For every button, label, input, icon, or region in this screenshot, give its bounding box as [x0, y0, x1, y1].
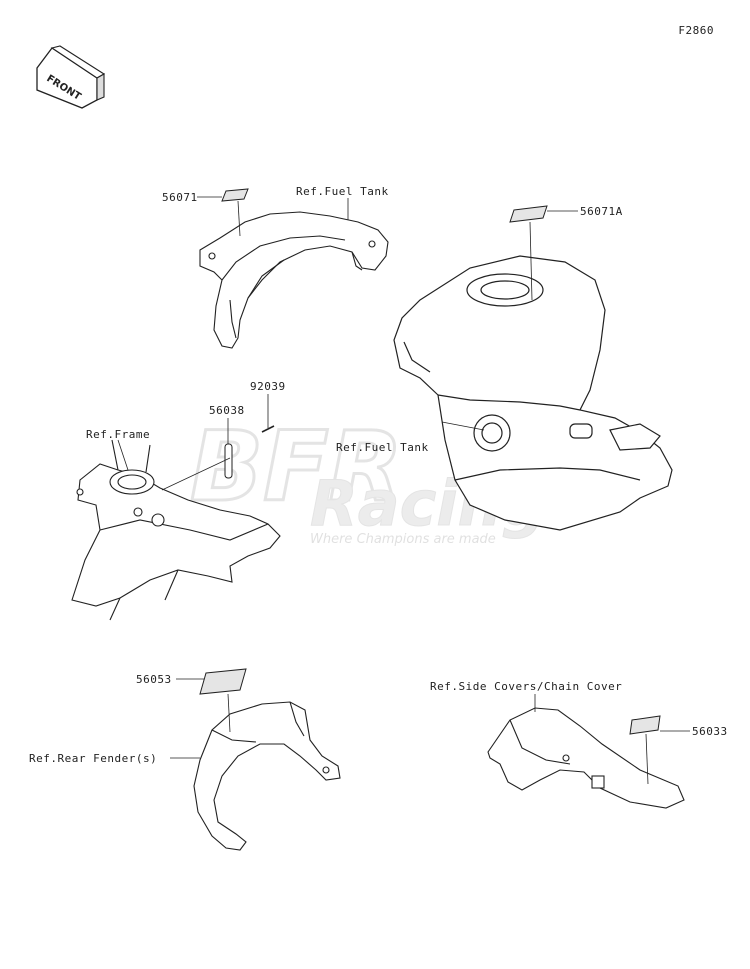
fuel-tank-cover-drawing [199, 211, 389, 349]
part-92039-rod [261, 425, 275, 433]
part-56038-strip [224, 443, 233, 479]
ref-side-covers-chain-cover: Ref.Side Covers/Chain Cover [430, 680, 623, 693]
frame-drawing [71, 439, 281, 621]
part-number-56053: 56053 [136, 673, 172, 686]
part-number-56033: 56033 [692, 725, 728, 738]
part-number-56038: 56038 [209, 404, 245, 417]
front-arrow-icon: FRONT [36, 45, 106, 109]
ref-fuel-tank-cover: Ref.Fuel Tank [296, 185, 389, 198]
ref-rear-fender: Ref.Rear Fender(s) [29, 752, 158, 765]
figure-id: F2860 [678, 24, 714, 37]
chain-cover-drawing [487, 707, 685, 809]
part-number-56071a: 56071A [580, 205, 623, 218]
part-number-92039: 92039 [250, 380, 286, 393]
watermark-line1: BFR [190, 411, 403, 523]
label-sticker-56033 [629, 715, 661, 735]
ref-fuel-tank: Ref.Fuel Tank [336, 441, 429, 454]
fuel-tank-drawing [393, 255, 673, 531]
label-sticker-56071a [509, 205, 548, 223]
watermark-tagline: Where Champions are made [310, 532, 496, 547]
ref-frame: Ref.Frame [86, 428, 151, 441]
label-sticker-56071 [221, 188, 249, 202]
rear-fender-drawing [193, 701, 341, 851]
label-sticker-56053 [199, 668, 247, 695]
part-number-56071: 56071 [162, 191, 198, 204]
